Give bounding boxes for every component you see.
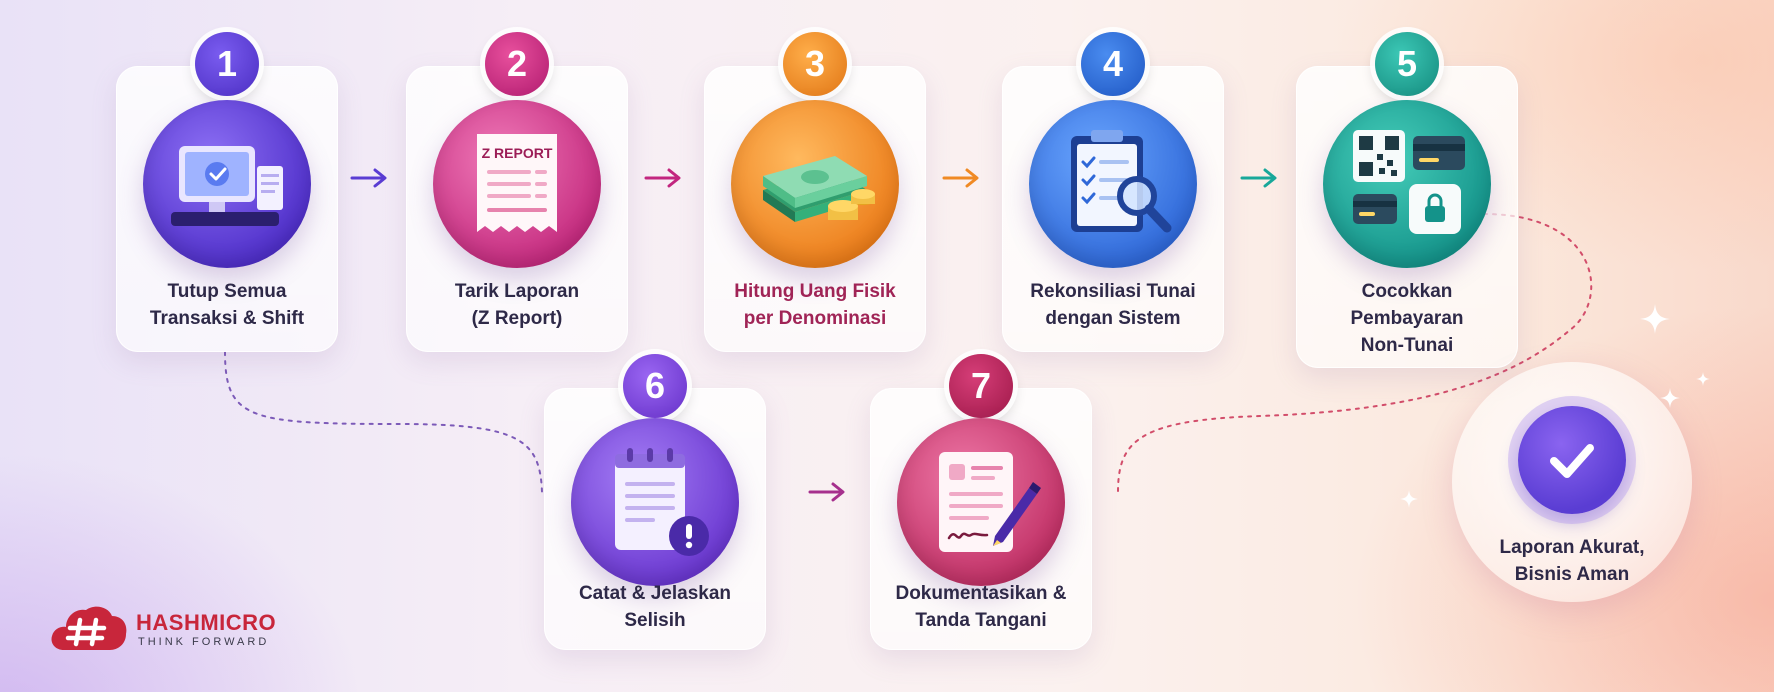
step-4-illustration xyxy=(1029,100,1197,268)
step-5-badge: 5 xyxy=(1375,32,1439,96)
pos-terminal-icon xyxy=(171,146,283,226)
step-5-card: 5 Cocokkan Pembayaran Non-Tunai xyxy=(1296,32,1518,368)
sparkle-icon xyxy=(1660,388,1680,408)
step-4-label: Rekonsiliasi Tunai dengan Sistem xyxy=(1030,281,1196,329)
step-1-illustration xyxy=(143,100,311,268)
sparkle-icon xyxy=(1640,304,1670,334)
clipboard-search-icon xyxy=(1071,130,1172,233)
step-2-badge: 2 xyxy=(485,32,549,96)
step-6-label: Catat & Jelaskan Selisih xyxy=(578,583,732,631)
brand-tagline: THINK FORWARD xyxy=(138,636,270,648)
result-label: Laporan Akurat, Bisnis Aman xyxy=(1499,537,1645,585)
step-5-illustration xyxy=(1323,100,1491,268)
step-1-badge: 1 xyxy=(195,32,259,96)
z-report-icon: Z REPORT xyxy=(477,134,557,232)
brand-logo: HASHMICRO THINK FORWARD xyxy=(50,600,310,656)
step-2-card: 2 Z REPORT Tarik Laporan (Z Report) xyxy=(406,32,628,352)
qr-card-payment-icon xyxy=(1353,130,1465,234)
hashmicro-cloud-logo xyxy=(51,606,127,650)
sparkle-icon xyxy=(1400,490,1418,508)
step-6-badge: 6 xyxy=(623,354,687,418)
result-circle: Laporan Akurat, Bisnis Aman xyxy=(1452,362,1692,602)
arrow-right-icon xyxy=(942,168,979,188)
step-7-illustration xyxy=(897,418,1065,586)
notepad-alert-icon xyxy=(615,448,709,556)
step-2-illustration: Z REPORT xyxy=(433,100,601,268)
arrow-right-icon xyxy=(1240,168,1277,188)
step-6-illustration xyxy=(571,418,739,586)
step-4-badge: 4 xyxy=(1081,32,1145,96)
step-3-badge: 3 xyxy=(783,32,847,96)
step-1-card: 1 Tutup Semua Transaksi & Shift xyxy=(116,32,338,352)
step-2-label: Tarik Laporan (Z Report) xyxy=(454,281,580,329)
step-3-card: 3 Hitung Uang Fisik per Denominasi xyxy=(704,32,926,352)
arrow-right-icon xyxy=(644,168,681,188)
brand-name: HASHMICRO xyxy=(136,610,277,635)
step-4-card: 4 Rekonsiliasi Tunai dengan Sistem xyxy=(1002,32,1224,352)
step-3-illustration xyxy=(731,100,899,268)
step-3-label: Hitung Uang Fisik per Denominasi xyxy=(734,281,896,329)
step-7-label: Dokumentasikan & Tanda Tangani xyxy=(895,583,1067,631)
check-circle-icon xyxy=(1550,444,1594,478)
arrow-right-icon xyxy=(350,168,387,188)
step-1-label: Tutup Semua Transaksi & Shift xyxy=(149,281,305,329)
svg-text:Z REPORT: Z REPORT xyxy=(482,145,553,161)
step-7-badge: 7 xyxy=(949,354,1013,418)
result-check-badge xyxy=(1518,406,1626,514)
cash-stack-icon xyxy=(763,156,875,222)
sparkle-icon xyxy=(1696,372,1710,386)
step-5-label: Cocokkan Pembayaran Non-Tunai xyxy=(1350,281,1464,356)
step-6-card: 6 Catat & Jelaskan Selisih xyxy=(544,354,766,650)
arrow-right-icon xyxy=(808,482,845,502)
step-7-card: 7 Dokumentasikan & Tanda Tangani xyxy=(870,354,1092,650)
document-signature-icon xyxy=(939,452,1041,552)
